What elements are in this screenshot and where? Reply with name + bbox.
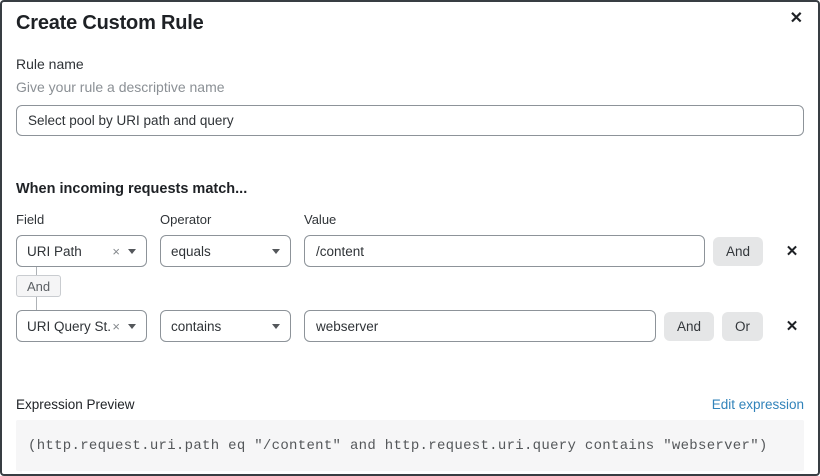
expression-code-preview: (http.request.uri.path eq "/content" and…	[16, 420, 804, 471]
delete-row-icon[interactable]: ✕	[785, 318, 799, 335]
row-controls: And ✕	[712, 236, 804, 266]
condition-row: URI Query St... × contains And Or ✕	[16, 310, 804, 342]
rule-name-input[interactable]	[16, 105, 804, 136]
clear-icon[interactable]: ×	[112, 243, 120, 259]
rule-name-label: Rule name	[16, 56, 84, 72]
edit-expression-link[interactable]: Edit expression	[711, 397, 804, 412]
close-icon[interactable]: ✕	[789, 10, 803, 27]
operator-select-value: equals	[171, 243, 211, 259]
and-button[interactable]: And	[663, 311, 714, 341]
or-button[interactable]: Or	[722, 311, 763, 341]
chevron-down-icon	[128, 323, 136, 329]
rule-name-helper: Give your rule a descriptive name	[16, 79, 225, 95]
connector-line	[36, 267, 37, 275]
row-controls: And Or ✕	[663, 311, 804, 341]
expression-preview-label: Expression Preview	[16, 397, 135, 412]
value-input[interactable]	[304, 310, 656, 342]
condition-row: URI Path × equals And ✕	[16, 235, 804, 267]
row-connector: And	[16, 267, 804, 310]
operator-column-label: Operator	[160, 212, 212, 227]
value-column-label: Value	[304, 212, 337, 227]
operator-select[interactable]: equals	[160, 235, 291, 267]
expression-header: Expression Preview Edit expression	[16, 397, 804, 412]
field-column-label: Field	[16, 212, 45, 227]
value-input[interactable]	[304, 235, 705, 267]
dialog-title: Create Custom Rule	[16, 12, 204, 34]
field-select-value: URI Query St...	[27, 318, 113, 334]
chevron-down-icon	[272, 248, 280, 254]
expression-code-text: (http.request.uri.path eq "/content" and…	[28, 437, 768, 454]
column-labels: Field Operator Value	[16, 212, 804, 227]
chevron-down-icon	[272, 323, 280, 329]
field-select[interactable]: URI Query St... ×	[16, 310, 147, 342]
chevron-down-icon	[128, 248, 136, 254]
clear-icon[interactable]: ×	[112, 318, 120, 334]
and-button[interactable]: And	[712, 236, 763, 266]
delete-row-icon[interactable]: ✕	[785, 243, 799, 260]
operator-select-value: contains	[171, 318, 222, 334]
operator-select[interactable]: contains	[160, 310, 291, 342]
field-select-value: URI Path	[27, 243, 82, 259]
connector-line	[36, 297, 37, 310]
and-connector-badge: And	[16, 275, 62, 297]
field-select[interactable]: URI Path ×	[16, 235, 147, 267]
match-heading: When incoming requests match...	[16, 181, 248, 197]
